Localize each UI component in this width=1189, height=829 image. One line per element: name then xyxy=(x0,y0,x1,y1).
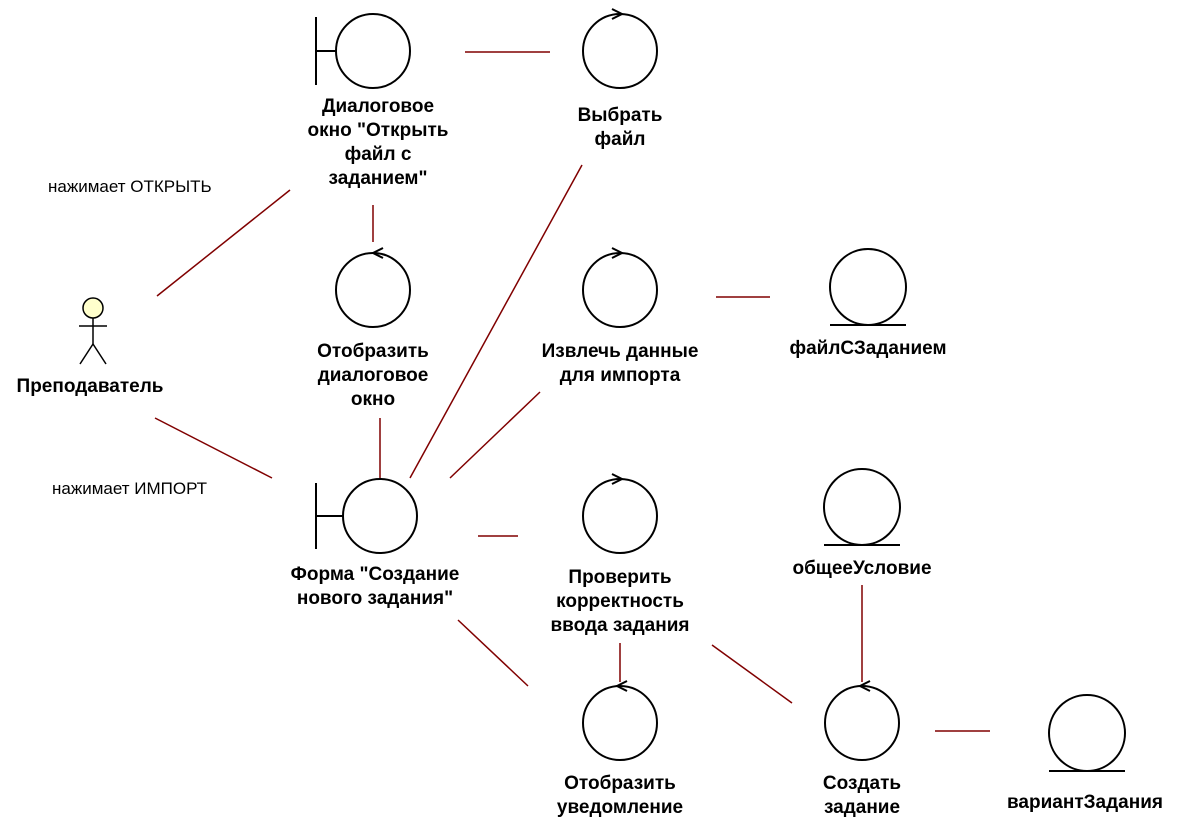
show-notice-label: Отобразить уведомление xyxy=(556,773,684,818)
link-new-form-show-notice xyxy=(457,619,529,687)
new-task-form-label: Форма "Создание нового задания" xyxy=(290,564,460,609)
boundary-icon xyxy=(315,13,411,89)
boundary-icon xyxy=(315,478,418,554)
extract-data-label: Извлечь данные для импорта xyxy=(541,341,699,386)
control-icon xyxy=(582,8,658,89)
link-actor-new-form xyxy=(154,417,273,479)
link-new-form-extract-data xyxy=(449,391,541,479)
create-task-label: Создать задание xyxy=(822,773,902,818)
link-check-input-create-task xyxy=(711,644,793,704)
control-icon xyxy=(824,680,900,761)
link-actor-open-dialog xyxy=(156,189,291,297)
actor-stick-figure-icon xyxy=(79,297,107,365)
open-dialog-label: Диалоговое окно "Открыть файл с заданием… xyxy=(307,96,449,189)
check-input-label: Проверить корректность ввода задания xyxy=(550,567,690,636)
select-file-label: Выбрать файл xyxy=(577,105,663,150)
message-open-label: нажимает ОТКРЫТЬ xyxy=(48,177,212,196)
control-icon xyxy=(582,247,658,328)
control-icon xyxy=(335,247,411,328)
show-dialog-label: Отобразить диалоговое окно xyxy=(317,341,429,410)
message-import-label: нажимает ИМПОРТ xyxy=(52,479,208,498)
task-file-label: файлСЗаданием xyxy=(789,338,947,359)
entity-icon xyxy=(829,248,907,326)
task-variant-label: вариантЗадания xyxy=(1007,792,1163,813)
control-icon xyxy=(582,680,658,761)
general-condition-label: общееУсловие xyxy=(792,558,932,579)
control-icon xyxy=(582,473,658,554)
entity-icon xyxy=(823,468,901,546)
links xyxy=(154,51,990,732)
link-new-form-select-file xyxy=(409,164,583,479)
entity-icon xyxy=(1048,694,1126,772)
actor-label: Преподаватель xyxy=(16,376,164,397)
